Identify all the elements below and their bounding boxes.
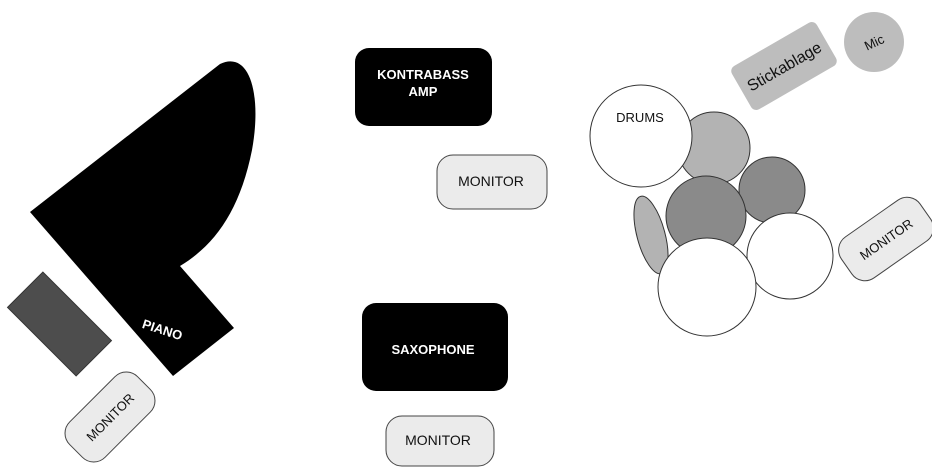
drum-kit: DRUMS bbox=[589, 84, 834, 337]
piano-body bbox=[30, 61, 256, 376]
stickablage: Stickablage bbox=[731, 22, 837, 110]
piano-bench bbox=[6, 271, 113, 377]
drum-kit-bass-drum bbox=[589, 84, 693, 188]
piano: PIANO bbox=[30, 61, 256, 376]
bass-monitor: MONITOR bbox=[436, 154, 548, 210]
kontrabass-amp: KONTRABASS AMP bbox=[355, 48, 492, 126]
piano-monitor-box bbox=[64, 371, 156, 463]
sax-monitor-label: MONITOR bbox=[405, 432, 471, 448]
drum-kit-drum-right bbox=[746, 212, 834, 300]
stickablage-box bbox=[731, 22, 837, 110]
drums-monitor: MONITOR bbox=[838, 196, 932, 282]
drums-label: DRUMS bbox=[616, 110, 664, 125]
sax-monitor: MONITOR bbox=[385, 415, 495, 467]
drum-kit-drum-bottom bbox=[657, 237, 757, 337]
saxophone-label: SAXOPHONE bbox=[391, 342, 474, 357]
sax-monitor-box bbox=[385, 415, 495, 467]
mic: Mic bbox=[844, 12, 904, 72]
mic-circle bbox=[844, 12, 904, 72]
kontrabass-amp-label-line1: KONTRABASS bbox=[377, 67, 469, 82]
bass-monitor-box bbox=[436, 154, 548, 210]
drums-monitor-box bbox=[838, 196, 932, 282]
piano-monitor: MONITOR bbox=[64, 371, 156, 463]
saxophone: SAXOPHONE bbox=[362, 303, 508, 391]
kontrabass-amp-box bbox=[355, 48, 492, 126]
bass-monitor-label: MONITOR bbox=[458, 173, 524, 189]
kontrabass-amp-label-line2: AMP bbox=[409, 84, 438, 99]
saxophone-box bbox=[362, 303, 508, 391]
